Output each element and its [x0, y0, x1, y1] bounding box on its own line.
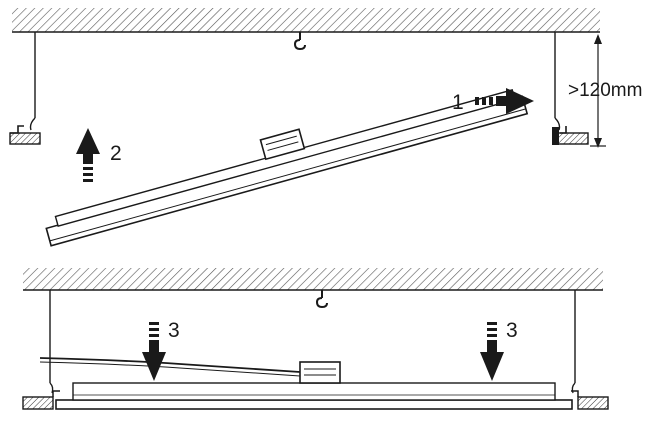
left-grid-bracket-2: [22, 390, 60, 410]
right-grid-bracket-2: [571, 390, 609, 410]
top-panel-step-1-2: >120mm 1 2: [9, 8, 642, 247]
step-3-left-label: 3: [168, 319, 180, 342]
step-3-arrow-right-icon: [480, 322, 504, 381]
step-3-right-label: 3: [506, 319, 518, 342]
clearance-label: >120mm: [568, 80, 642, 101]
ceiling-hook-icon-2: [315, 290, 328, 309]
step-2-label: 2: [110, 142, 122, 165]
ceiling-bottom: [23, 268, 603, 290]
step-1-label: 1: [452, 91, 464, 114]
ceiling-top: [12, 8, 600, 32]
right-grid-bracket: [552, 126, 589, 145]
step-2-arrow-icon: [76, 128, 100, 182]
power-cable: [39, 357, 301, 373]
clearance-dimension: >120mm: [568, 34, 642, 148]
bottom-panel-step-3: 3 3: [22, 268, 609, 410]
step-1-arrow-icon: [475, 88, 534, 114]
driver-box-2: [299, 361, 341, 384]
tilted-led-panel: [45, 88, 529, 247]
step-3-arrow-left-icon: [142, 322, 166, 381]
ceiling-hook-icon: [293, 32, 306, 51]
installed-led-panel: [39, 357, 573, 410]
left-grid-bracket: [9, 125, 41, 145]
